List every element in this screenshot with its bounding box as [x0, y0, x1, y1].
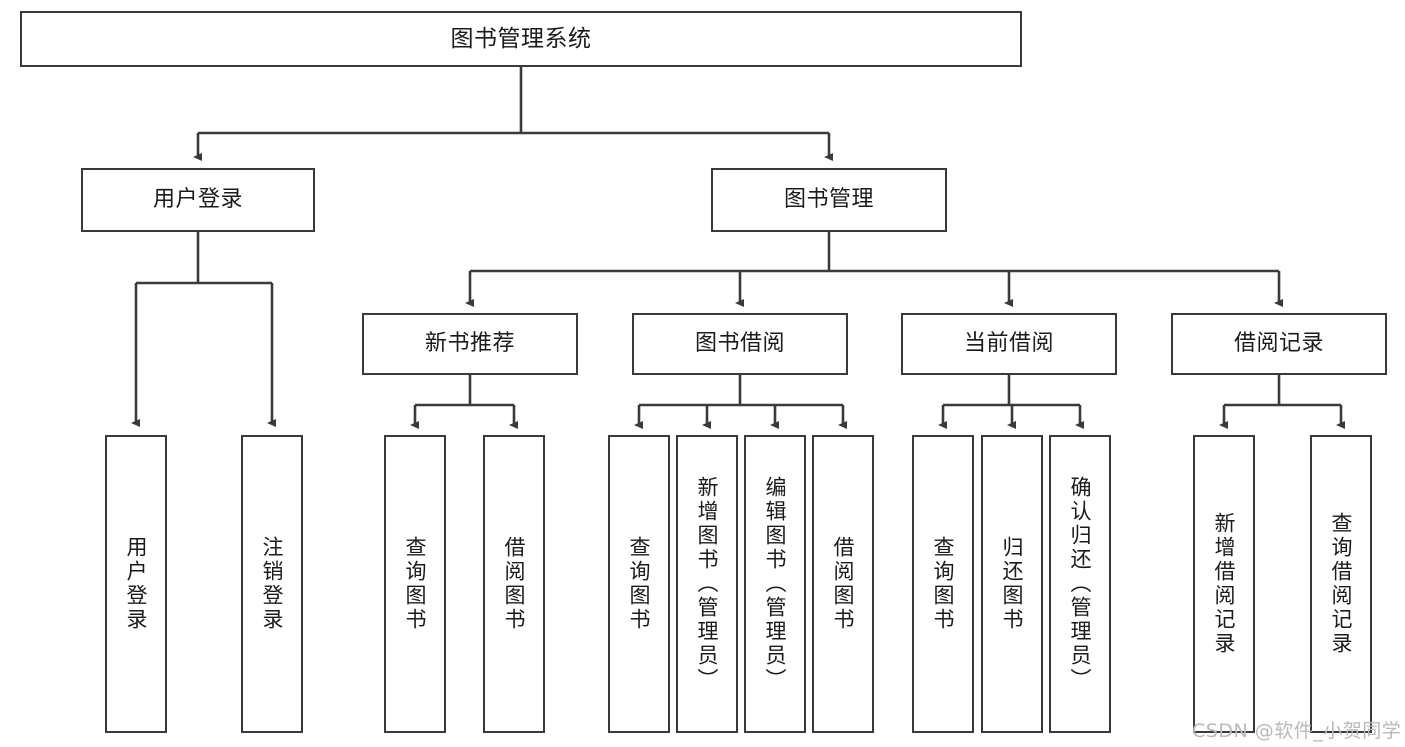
node-label: 图书管理系统 [450, 25, 592, 52]
leaf-current-return-book[interactable]: 归还图书 [981, 435, 1043, 733]
leaf-borrow-query-book[interactable]: 查询图书 [608, 435, 670, 733]
leaf-user-login-login[interactable]: 用户登录 [105, 435, 167, 733]
leaf-current-confirm-return-admin[interactable]: 确认归还（管理员） [1049, 435, 1111, 733]
node-label: 确认归还（管理员） [1068, 476, 1093, 692]
node-root-book-management-system[interactable]: 图书管理系统 [20, 11, 1022, 67]
leaf-borrow-add-book-admin[interactable]: 新增图书（管理员） [676, 435, 738, 733]
csdn-watermark: CSDN @软件_小贺同学 [1192, 720, 1402, 742]
node-label: 编辑图书（管理员） [763, 476, 788, 692]
node-label: 图书借阅 [694, 331, 785, 357]
leaf-current-query-book[interactable]: 查询图书 [912, 435, 974, 733]
node-label: 查询借阅记录 [1329, 512, 1354, 656]
node-label: 新增图书（管理员） [695, 476, 720, 692]
leaf-record-add-record[interactable]: 新增借阅记录 [1193, 435, 1255, 733]
node-label: 查询图书 [403, 536, 428, 632]
node-label: 借阅图书 [831, 536, 856, 632]
node-user-login[interactable]: 用户登录 [81, 168, 315, 232]
node-new-book-recommend[interactable]: 新书推荐 [362, 313, 578, 375]
leaf-new-book-query[interactable]: 查询图书 [384, 435, 446, 733]
node-borrow-record[interactable]: 借阅记录 [1171, 313, 1387, 375]
leaf-new-book-borrow[interactable]: 借阅图书 [483, 435, 545, 733]
node-label: 查询图书 [931, 536, 956, 632]
node-label: 新书推荐 [424, 331, 515, 357]
node-label: 归还图书 [1000, 536, 1025, 632]
leaf-record-query-record[interactable]: 查询借阅记录 [1310, 435, 1372, 733]
node-current-borrow[interactable]: 当前借阅 [901, 313, 1117, 375]
leaf-borrow-borrow-book[interactable]: 借阅图书 [812, 435, 874, 733]
node-label: 注销登录 [260, 536, 285, 632]
node-label: 新增借阅记录 [1212, 512, 1237, 656]
node-label: 当前借阅 [963, 331, 1054, 357]
node-label: 图书管理 [783, 187, 874, 213]
node-label: 借阅记录 [1233, 331, 1324, 357]
node-book-borrow[interactable]: 图书借阅 [632, 313, 848, 375]
node-label: 用户登录 [124, 536, 149, 632]
node-book-management[interactable]: 图书管理 [711, 168, 947, 232]
leaf-user-login-logout[interactable]: 注销登录 [241, 435, 303, 733]
node-label: 查询图书 [627, 536, 652, 632]
node-label: 借阅图书 [502, 536, 527, 632]
leaf-borrow-edit-book-admin[interactable]: 编辑图书（管理员） [744, 435, 806, 733]
node-label: 用户登录 [152, 187, 243, 213]
